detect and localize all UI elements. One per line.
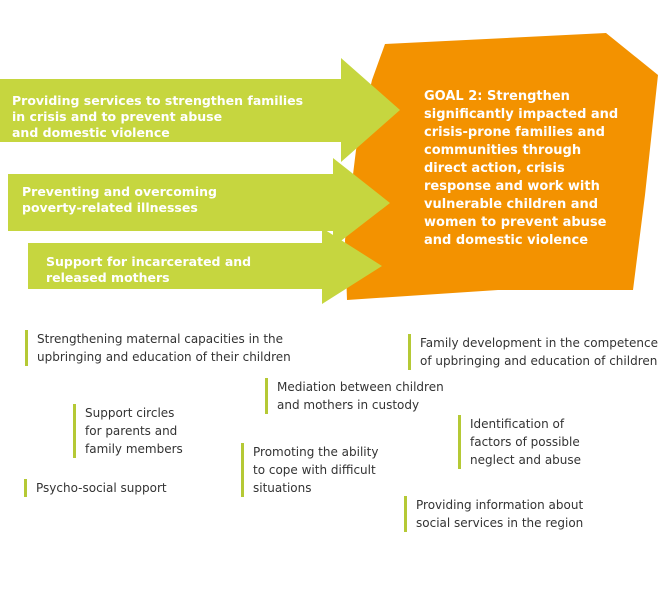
arrow-1-shape bbox=[0, 58, 400, 162]
activity-item: Strengthening maternal capacities in the… bbox=[25, 330, 291, 366]
activity-item: Providing information about social servi… bbox=[404, 496, 583, 532]
activity-item: Mediation between children and mothers i… bbox=[265, 378, 444, 414]
arrow-1-label: Providing services to strengthen familie… bbox=[12, 93, 304, 140]
activity-item: Support circles for parents and family m… bbox=[73, 404, 183, 458]
goal-shape bbox=[345, 33, 658, 300]
activity-item: Promoting the ability to cope with diffi… bbox=[241, 443, 378, 497]
arrow-2-shape bbox=[8, 158, 390, 247]
arrow-3-shape bbox=[28, 228, 382, 304]
arrow-3-label: Support for incarcerated and released mo… bbox=[46, 254, 252, 285]
goal-label: GOAL 2: Strengthen significantly impacte… bbox=[424, 89, 619, 248]
arrow-2-label: Preventing and overcoming poverty-relate… bbox=[22, 184, 217, 215]
activity-item: Identification of factors of possible ne… bbox=[458, 415, 581, 469]
activity-item: Psycho-social support bbox=[24, 479, 167, 497]
activity-item: Family development in the competence of … bbox=[408, 334, 658, 370]
